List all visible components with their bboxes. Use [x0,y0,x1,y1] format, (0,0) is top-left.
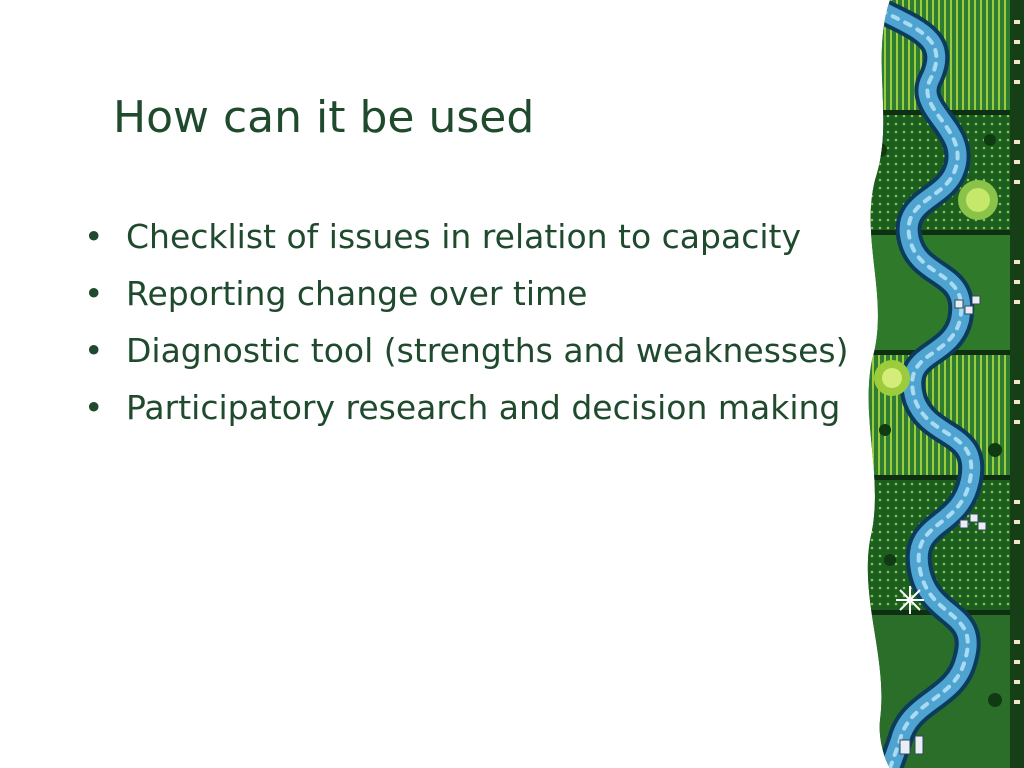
bullet-dot: • [84,274,104,313]
bullet-dot: • [84,331,104,370]
painted-landscape-artwork [867,0,1024,768]
bullet-item: • Participatory research and decision ma… [84,385,854,431]
bullet-list: • Checklist of issues in relation to cap… [84,214,854,442]
bullet-text: Diagnostic tool (strengths and weaknesse… [126,331,849,370]
bullet-item: • Checklist of issues in relation to cap… [84,214,854,260]
bullet-item: • Diagnostic tool (strengths and weaknes… [84,328,854,374]
bullet-dot: • [84,388,104,427]
slide-title: How can it be used [113,92,535,143]
bullet-text: Reporting change over time [126,274,588,313]
bullet-item: • Reporting change over time [84,271,854,317]
bullet-text: Checklist of issues in relation to capac… [126,217,801,256]
bullet-dot: • [84,217,104,256]
bullet-text: Participatory research and decision maki… [126,388,841,427]
